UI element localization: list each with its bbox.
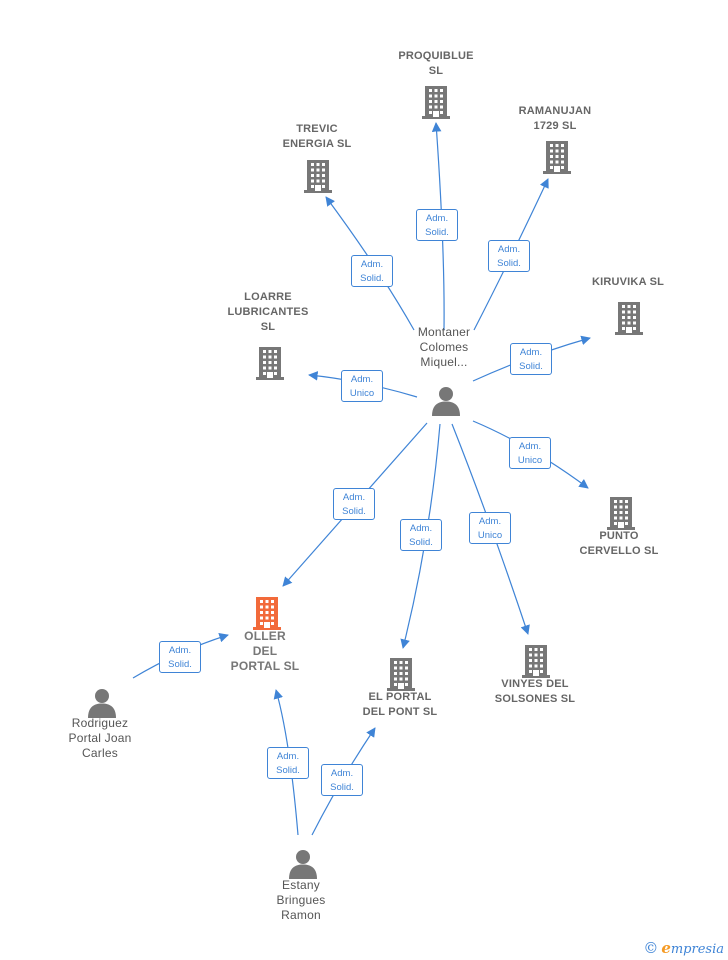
node-label-ramanujan[interactable]: RAMANUJAN 1729 SL — [518, 105, 592, 132]
building-icon[interactable] — [304, 159, 332, 198]
building-icon[interactable] — [607, 496, 635, 535]
node-label-oller[interactable]: OLLER DEL PORTAL SL — [230, 629, 300, 673]
building-icon[interactable] — [253, 596, 281, 635]
relation-label-montaner-proquiblue[interactable]: Adm. Solid. — [416, 209, 458, 241]
building-icon[interactable] — [615, 301, 643, 340]
node-label-rodriguez[interactable]: Rodriguez Portal Joan Carles — [68, 716, 132, 760]
relation-label-montaner-ramanujan[interactable]: Adm. Solid. — [488, 240, 530, 272]
node-label-proquiblue[interactable]: PROQUIBLUE SL — [398, 50, 474, 77]
building-icon[interactable] — [543, 140, 571, 179]
node-label-trevic[interactable]: TREVIC ENERGIA SL — [282, 123, 352, 150]
relation-label-montaner-punto[interactable]: Adm. Unico — [509, 437, 551, 469]
relation-label-montaner-trevic[interactable]: Adm. Solid. — [351, 255, 393, 287]
building-icon[interactable] — [256, 346, 284, 385]
relation-label-montaner-vinyes[interactable]: Adm. Unico — [469, 512, 511, 544]
node-label-kiruvika[interactable]: KIRUVIKA SL — [591, 276, 665, 288]
relation-label-montaner-oller[interactable]: Adm. Solid. — [333, 488, 375, 520]
relation-label-montaner-kiruvika[interactable]: Adm. Solid. — [510, 343, 552, 375]
relation-label-rodriguez-oller[interactable]: Adm. Solid. — [159, 641, 201, 673]
node-label-elportal[interactable]: EL PORTAL DEL PONT SL — [362, 691, 438, 718]
building-icon[interactable] — [387, 657, 415, 696]
node-label-punto[interactable]: PUNTO CERVELLO SL — [579, 530, 659, 557]
node-label-vinyes[interactable]: VINYES DEL SOLSONES SL — [494, 678, 576, 705]
copyright-icon: © — [643, 939, 659, 957]
brand-logo-initial: e — [661, 939, 671, 957]
node-label-estany[interactable]: Estany Bringues Ramon — [276, 878, 326, 922]
brand-logo-text: mpresia — [670, 942, 724, 957]
person-icon[interactable] — [87, 688, 117, 723]
node-label-loarre[interactable]: LOARRE LUBRICANTES SL — [227, 291, 309, 333]
building-icon[interactable] — [522, 644, 550, 683]
relation-label-estany-oller[interactable]: Adm. Solid. — [267, 747, 309, 779]
relation-label-montaner-loarre[interactable]: Adm. Unico — [341, 370, 383, 402]
footer-brand: ©empresia — [643, 939, 724, 957]
person-icon[interactable] — [431, 386, 461, 421]
person-icon[interactable] — [288, 849, 318, 884]
node-label-montaner[interactable]: Montaner Colomes Miquel... — [417, 325, 471, 369]
building-icon[interactable] — [422, 85, 450, 124]
relation-label-estany-elportal[interactable]: Adm. Solid. — [321, 764, 363, 796]
relation-label-montaner-elportal[interactable]: Adm. Solid. — [400, 519, 442, 551]
